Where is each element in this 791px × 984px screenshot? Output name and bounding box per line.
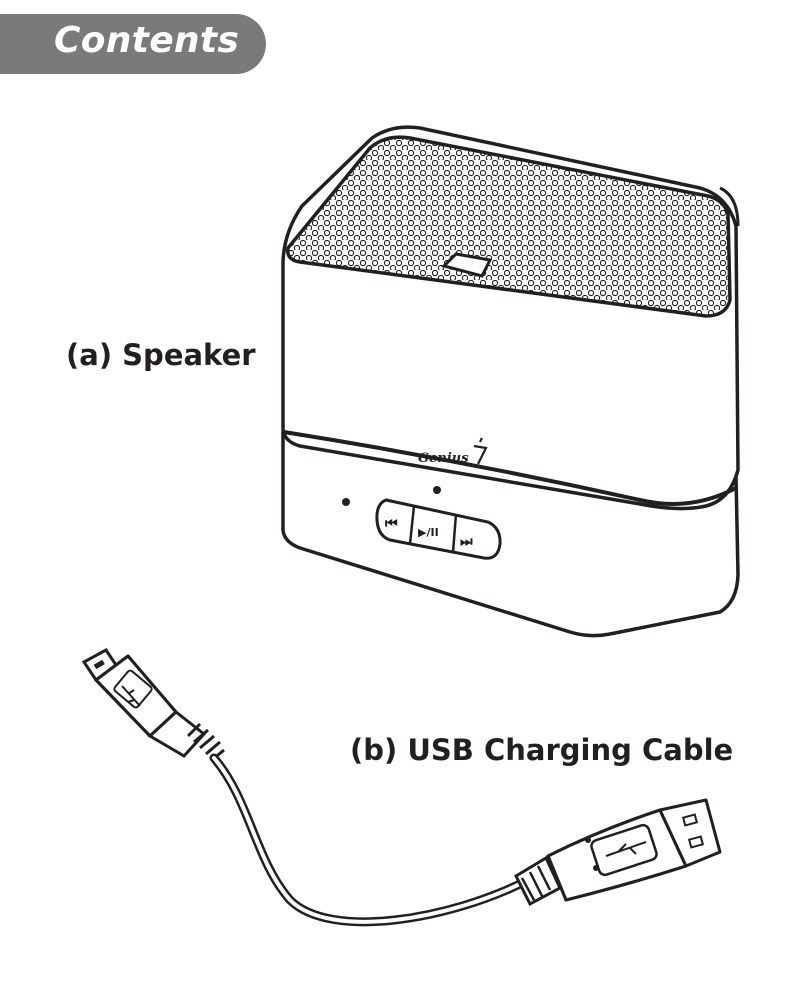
- speaker-brand-logo: Genius: [418, 451, 469, 466]
- speaker-illustration: Genius ⏮ ▶/II ⏭: [283, 127, 738, 635]
- next-track-button[interactable]: ⏭: [460, 534, 473, 550]
- prev-track-button[interactable]: ⏮: [385, 516, 398, 532]
- usb-cable-illustration: [84, 650, 720, 922]
- mic-hole: [342, 498, 350, 506]
- led-indicator: [433, 486, 441, 494]
- cable-wire: [214, 758, 528, 922]
- usb-a-dot-1: [585, 837, 591, 843]
- usb-a-dot-2: [593, 865, 599, 871]
- play-pause-button[interactable]: ▶/II: [418, 526, 439, 539]
